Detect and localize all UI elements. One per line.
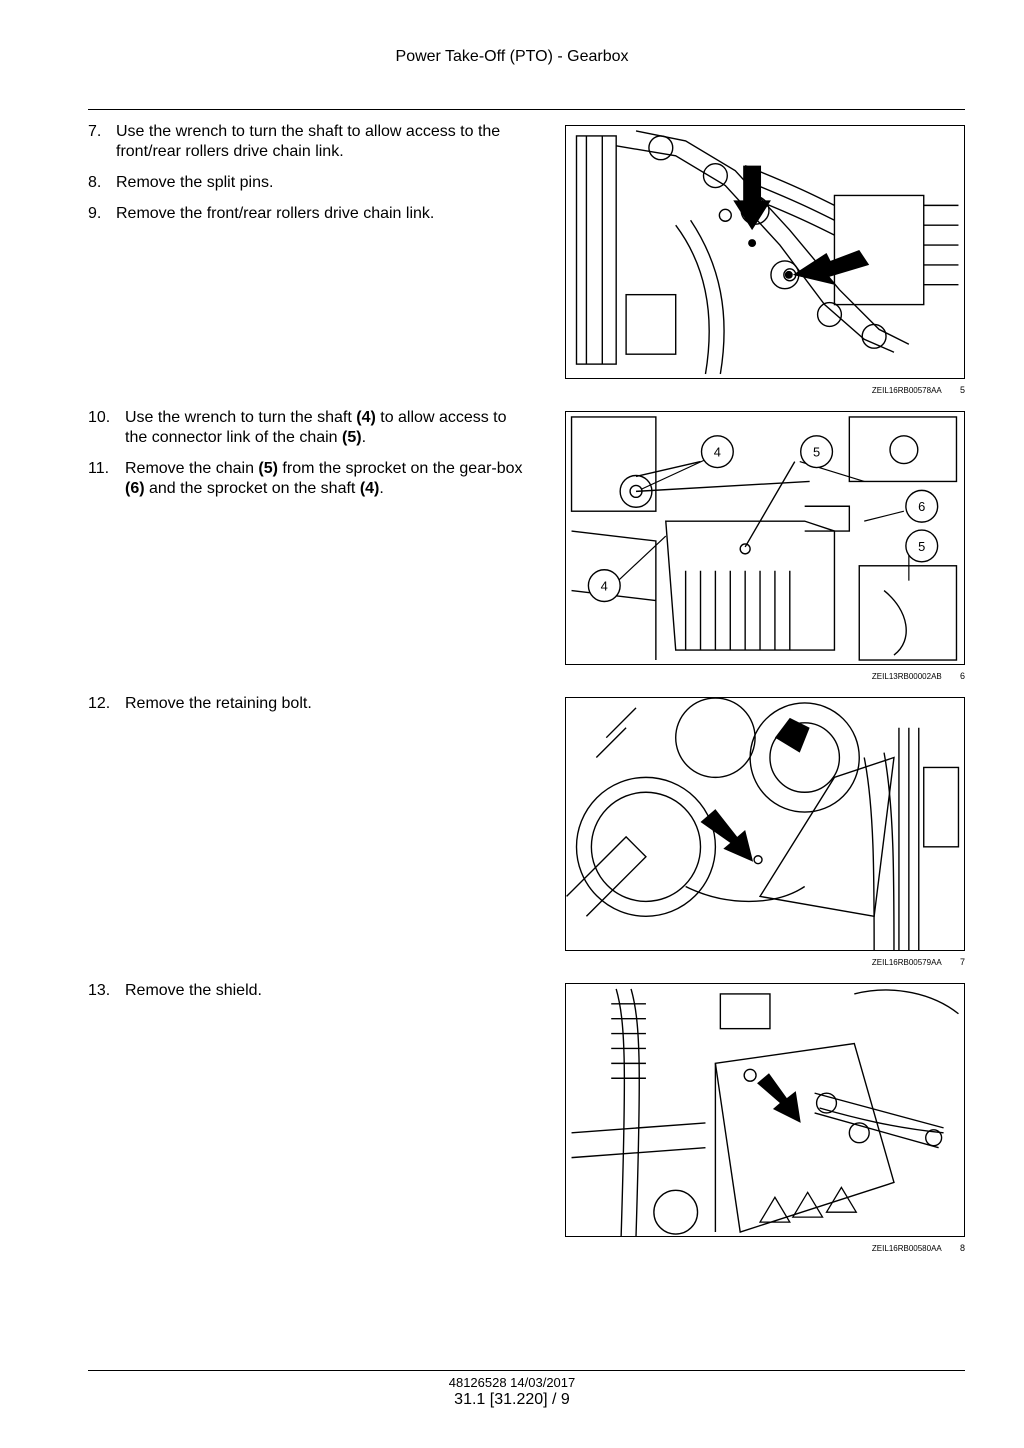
step-item: 10. Use the wrench to turn the shaft (4)… <box>88 408 533 448</box>
step-item: 7. Use the wrench to turn the shaft to a… <box>88 122 533 162</box>
gearbox-chain-drawing: 4 5 6 5 4 <box>570 416 958 661</box>
footer-page-number: 31.1 [31.220] / 9 <box>454 1391 570 1408</box>
callout-label: 4 <box>601 579 608 594</box>
step-item: 12. Remove the retaining bolt. <box>88 694 533 714</box>
step-text: Use the wrench to turn the shaft to allo… <box>116 123 501 160</box>
step-number: 9. <box>88 205 102 222</box>
figure-number: 6 <box>959 671 965 681</box>
steps-group-4: 13. Remove the shield. <box>88 981 533 1012</box>
step-item: 13. Remove the shield. <box>88 981 533 1001</box>
figure-number: 7 <box>959 957 965 967</box>
step-number: 11. <box>88 460 110 477</box>
figure-code: ZEIL16RB00578AA <box>871 386 942 395</box>
step-text: Remove the front/rear rollers drive chai… <box>116 205 435 222</box>
retaining-bolt-drawing <box>566 698 960 950</box>
callout-label: 4 <box>714 445 721 460</box>
figure-number: 8 <box>959 1243 965 1253</box>
page-header-title: Power Take-Off (PTO) - Gearbox <box>395 48 629 65</box>
steps-group-3: 12. Remove the retaining bolt. <box>88 694 533 725</box>
step-text: Remove the retaining bolt. <box>125 695 312 712</box>
step-text: Remove the split pins. <box>116 174 274 191</box>
figure-8-shield-illustration <box>565 983 965 1237</box>
figure-6-caption: ZEIL13RB00002AB 6 <box>565 671 965 681</box>
step-text: Remove the chain (5) from the sprocket o… <box>125 460 523 497</box>
header-rule <box>88 109 965 110</box>
step-item: 11. Remove the chain (5) from the sprock… <box>88 459 533 499</box>
step-number: 7. <box>88 123 102 140</box>
callout-label: 6 <box>918 499 925 514</box>
step-text: Use the wrench to turn the shaft (4) to … <box>125 409 507 446</box>
figure-5-caption: ZEIL16RB00578AA 5 <box>565 385 965 395</box>
steps-group-1: 7. Use the wrench to turn the shaft to a… <box>88 122 533 235</box>
figure-7-retaining-bolt-illustration <box>565 697 965 951</box>
step-item: 8. Remove the split pins. <box>88 173 533 193</box>
callout-label: 5 <box>918 539 925 554</box>
figure-number: 5 <box>959 385 965 395</box>
figure-code: ZEIL16RB00579AA <box>871 958 942 967</box>
figure-code: ZEIL13RB00002AB <box>871 672 942 681</box>
step-item: 9. Remove the front/rear rollers drive c… <box>88 204 533 224</box>
figure-6-gearbox-chain-illustration: 4 5 6 5 4 <box>565 411 965 665</box>
steps-group-2: 10. Use the wrench to turn the shaft (4)… <box>88 408 533 510</box>
shield-drawing <box>571 988 959 1236</box>
step-number: 8. <box>88 174 102 191</box>
figure-5-chain-link-illustration <box>565 125 965 379</box>
step-number: 13. <box>88 982 111 999</box>
chain-link-drawing <box>575 130 959 375</box>
step-text: Remove the shield. <box>125 982 262 999</box>
footer-rule <box>88 1370 965 1371</box>
figure-code: ZEIL16RB00580AA <box>871 1244 942 1253</box>
footer-document-number: 48126528 14/03/2017 <box>448 1375 576 1390</box>
step-number: 12. <box>88 695 111 712</box>
callout-label: 5 <box>813 445 820 460</box>
step-number: 10. <box>88 409 111 426</box>
figure-8-caption: ZEIL16RB00580AA 8 <box>565 1243 965 1253</box>
figure-7-caption: ZEIL16RB00579AA 7 <box>565 957 965 967</box>
